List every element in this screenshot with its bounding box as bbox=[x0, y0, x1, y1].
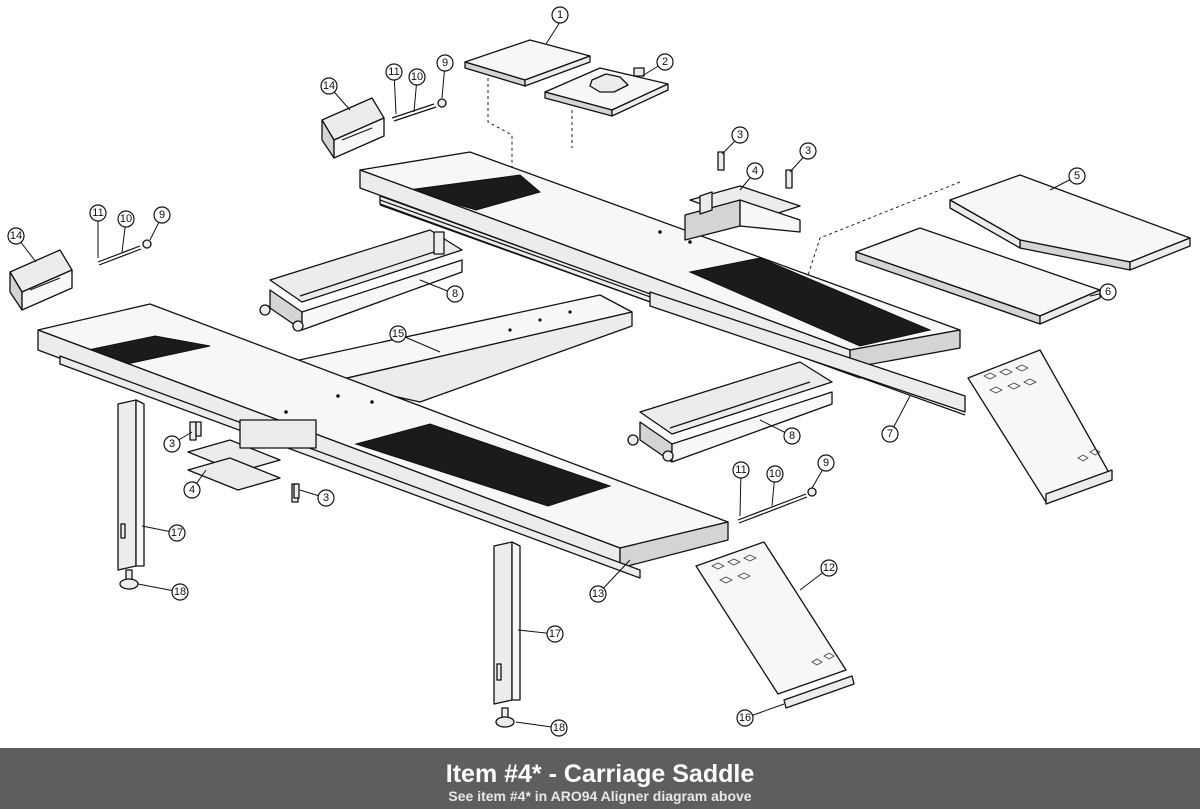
callout-3-lower-right: 3 bbox=[317, 489, 335, 507]
svg-text:18: 18 bbox=[174, 586, 186, 598]
part-2-turn-plate bbox=[544, 67, 669, 117]
callout-10-left: 10 bbox=[117, 210, 135, 228]
svg-text:8: 8 bbox=[789, 430, 795, 442]
part-18-foot-right bbox=[495, 707, 515, 728]
svg-text:3: 3 bbox=[169, 438, 175, 450]
svg-text:3: 3 bbox=[805, 145, 811, 157]
svg-text:16: 16 bbox=[739, 712, 751, 724]
callout-9-left: 9 bbox=[153, 206, 171, 224]
svg-text:12: 12 bbox=[823, 562, 835, 574]
approach-ramp-right bbox=[967, 349, 1113, 505]
svg-text:13: 13 bbox=[592, 588, 604, 600]
callout-14-upper: 14 bbox=[320, 77, 338, 95]
callout-3-upper-right: 3 bbox=[799, 142, 817, 160]
part-17-post-left bbox=[117, 399, 145, 571]
callout-12: 12 bbox=[820, 559, 838, 577]
callout-2: 2 bbox=[656, 53, 674, 71]
svg-text:3: 3 bbox=[737, 129, 743, 141]
svg-text:9: 9 bbox=[159, 209, 165, 221]
svg-text:14: 14 bbox=[323, 80, 335, 92]
callout-18-left: 18 bbox=[171, 583, 189, 601]
callouts: 1 2 3 3 4 5 6 7 8 9 10 11 14 11 10 9 14 … bbox=[7, 6, 1117, 737]
part-14-ramp-stop-upper bbox=[321, 97, 385, 159]
part-1-top-plate bbox=[464, 39, 591, 87]
svg-text:17: 17 bbox=[549, 628, 561, 640]
callout-10-upper: 10 bbox=[408, 68, 426, 86]
part-6-panel bbox=[855, 227, 1101, 325]
callout-17-right: 17 bbox=[546, 625, 564, 643]
svg-text:14: 14 bbox=[10, 230, 22, 242]
part-7-side-rail bbox=[649, 291, 966, 413]
svg-text:15: 15 bbox=[392, 328, 404, 340]
callout-3-lower-left: 3 bbox=[163, 435, 181, 453]
svg-text:18: 18 bbox=[553, 722, 565, 734]
callout-3-upper-left: 3 bbox=[731, 126, 749, 144]
svg-text:17: 17 bbox=[171, 527, 183, 539]
callout-6: 6 bbox=[1099, 283, 1117, 301]
callout-13: 13 bbox=[589, 585, 607, 603]
svg-text:8: 8 bbox=[452, 288, 458, 300]
callout-4-lower: 4 bbox=[183, 481, 201, 499]
svg-text:10: 10 bbox=[411, 71, 423, 83]
callout-11-right: 11 bbox=[732, 461, 750, 479]
svg-text:9: 9 bbox=[823, 457, 829, 469]
callout-14-left: 14 bbox=[7, 227, 25, 245]
part-12-approach-ramp bbox=[695, 541, 847, 695]
svg-text:4: 4 bbox=[189, 484, 195, 496]
pin-assembly-upper bbox=[391, 98, 447, 122]
callout-9-upper: 9 bbox=[436, 54, 454, 72]
part-5-panel bbox=[949, 174, 1191, 271]
callout-4-upper: 4 bbox=[746, 162, 764, 180]
part-8-jack-lower bbox=[627, 361, 833, 463]
callout-8-lower: 8 bbox=[783, 427, 801, 445]
svg-text:1: 1 bbox=[557, 9, 563, 21]
part-4-carriage-saddle-upper bbox=[684, 151, 801, 241]
callout-16: 16 bbox=[736, 709, 754, 727]
callout-11-left: 11 bbox=[89, 204, 107, 222]
exploded-parts-diagram: 1 2 3 3 4 5 6 7 8 9 10 11 14 11 10 9 14 … bbox=[7, 6, 1191, 737]
svg-text:3: 3 bbox=[323, 492, 329, 504]
callout-1: 1 bbox=[551, 6, 569, 24]
callout-8-upper: 8 bbox=[446, 285, 464, 303]
pin-assembly-right bbox=[737, 487, 817, 524]
bolts-part-3 bbox=[195, 421, 300, 499]
callout-7: 7 bbox=[881, 425, 899, 443]
svg-text:11: 11 bbox=[388, 66, 399, 78]
callout-15: 15 bbox=[389, 325, 407, 343]
svg-text:2: 2 bbox=[662, 56, 668, 68]
part-16-ramp-hinge bbox=[783, 675, 855, 709]
part-8-jack-upper bbox=[259, 229, 463, 332]
pin-assembly-left bbox=[97, 239, 152, 266]
left-runway bbox=[37, 303, 729, 579]
svg-text:4: 4 bbox=[752, 165, 758, 177]
callout-5: 5 bbox=[1068, 167, 1086, 185]
svg-text:11: 11 bbox=[735, 464, 746, 476]
callout-18-right: 18 bbox=[550, 719, 568, 737]
part-14-ramp-stop-lower bbox=[9, 249, 73, 311]
svg-text:10: 10 bbox=[769, 468, 781, 480]
svg-text:9: 9 bbox=[442, 57, 448, 69]
svg-text:10: 10 bbox=[120, 213, 132, 225]
part-18-foot-left bbox=[119, 569, 139, 590]
svg-text:11: 11 bbox=[92, 207, 103, 219]
caption-title: Item #4* - Carriage Saddle bbox=[445, 760, 755, 788]
part-17-post-right bbox=[493, 541, 521, 705]
svg-text:7: 7 bbox=[887, 428, 893, 440]
svg-text:6: 6 bbox=[1105, 286, 1111, 298]
callout-11-upper: 11 bbox=[385, 63, 403, 81]
callout-17-left: 17 bbox=[168, 524, 186, 542]
svg-text:5: 5 bbox=[1074, 170, 1080, 182]
callout-10-right: 10 bbox=[766, 465, 784, 483]
caption-subtitle: See item #4* in ARO94 Aligner diagram ab… bbox=[448, 788, 752, 804]
caption-bar: Item #4* - Carriage Saddle See item #4* … bbox=[0, 748, 1200, 809]
callout-9-right: 9 bbox=[817, 454, 835, 472]
